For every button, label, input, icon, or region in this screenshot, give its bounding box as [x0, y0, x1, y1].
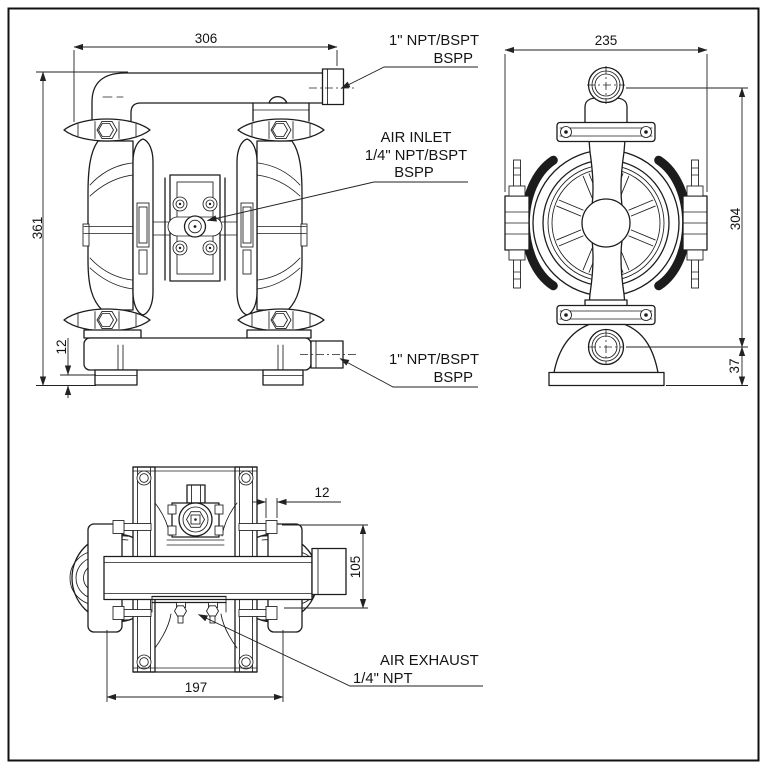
front-dim-height-text: 361: [30, 217, 45, 240]
side-left-clamp: [504, 155, 558, 291]
front-suction-manifold: [83, 329, 358, 386]
front-foot-right: [262, 369, 304, 386]
front-dim-width-text: 306: [195, 31, 218, 46]
top-dim-port-text: 105: [348, 556, 363, 579]
discharge-leader-line: [340, 66, 478, 89]
side-view: 235 304 37: [504, 33, 748, 387]
top-dim-width-197: 197: [106, 630, 284, 702]
front-view: 306 361 12: [30, 31, 358, 398]
side-dim-base-37: 37: [727, 346, 746, 387]
front-discharge-manifold: [91, 68, 357, 125]
top-manifold-bar: [103, 555, 313, 601]
front-left-chamber: [82, 138, 154, 316]
side-top-port-assembly: [556, 66, 656, 143]
top-dim-width-text: 197: [185, 680, 208, 695]
front-clamp-top-left: [63, 118, 151, 142]
air-inlet-leader-line: [206, 181, 468, 222]
front-dim-foot-text: 12: [54, 339, 69, 354]
air-inlet-label-line1: AIR INLET: [381, 130, 452, 146]
front-clamp-top-right: [237, 118, 325, 142]
top-view: 12 105 197: [69, 466, 368, 702]
front-dim-width-306: 306: [73, 31, 338, 122]
top-air-fitting: [166, 484, 225, 546]
label-discharge-port: 1" NPT/BSPT BSPP: [340, 33, 479, 89]
label-suction-port: 1" NPT/BSPT BSPP: [339, 352, 479, 388]
discharge-label-line2: BSPP: [434, 51, 474, 67]
side-dim-width-235: 235: [504, 33, 708, 192]
suction-label-line1: 1" NPT/BSPT: [389, 352, 479, 368]
top-dim-offset-text: 12: [314, 485, 329, 500]
side-dim-height-304: 304: [626, 87, 748, 386]
top-strut: [154, 613, 172, 649]
side-hub-cap: [581, 198, 631, 248]
side-bottom-port-assembly: [548, 299, 665, 387]
suction-leader-line: [339, 358, 478, 388]
top-air-exhaust-muffler: [151, 595, 227, 624]
air-exhaust-leader-line: [197, 614, 483, 687]
label-air-inlet: AIR INLET 1/4" NPT/BSPT BSPP: [206, 130, 468, 222]
side-dim-base-text: 37: [727, 358, 742, 373]
top-dim-offset-12: 12: [252, 485, 341, 518]
front-clamp-bottom-left: [63, 308, 151, 332]
air-inlet-label-line3: BSPP: [394, 165, 434, 181]
discharge-label-line1: 1" NPT/BSPT: [389, 33, 479, 49]
front-dim-foot-12: 12: [54, 338, 96, 398]
side-dim-height-text: 304: [728, 207, 743, 230]
drawing-border: [7, 7, 760, 762]
side-dim-width-text: 235: [595, 33, 618, 48]
top-strut: [220, 613, 238, 649]
top-dim-port-105: 105: [282, 524, 368, 609]
front-right-chamber: [236, 138, 308, 316]
front-center-valve-block: [152, 174, 238, 282]
front-pipe-boss: [268, 95, 288, 104]
side-base-plate: [548, 371, 665, 387]
air-exhaust-label-line1: AIR EXHAUST: [380, 653, 479, 669]
front-discharge-port: [321, 68, 345, 106]
side-right-clamp: [654, 155, 708, 291]
air-exhaust-label-line2: 1/4" NPT: [353, 671, 413, 687]
front-dim-height-361: 361: [30, 71, 128, 387]
label-air-exhaust: AIR EXHAUST 1/4" NPT: [197, 614, 483, 687]
front-foot-left: [94, 369, 138, 386]
top-side-port-stub: [311, 547, 347, 596]
suction-label-line2: BSPP: [434, 370, 474, 386]
air-inlet-label-line2: 1/4" NPT/BSPT: [365, 148, 467, 164]
top-clamp-bolts: [112, 520, 278, 620]
